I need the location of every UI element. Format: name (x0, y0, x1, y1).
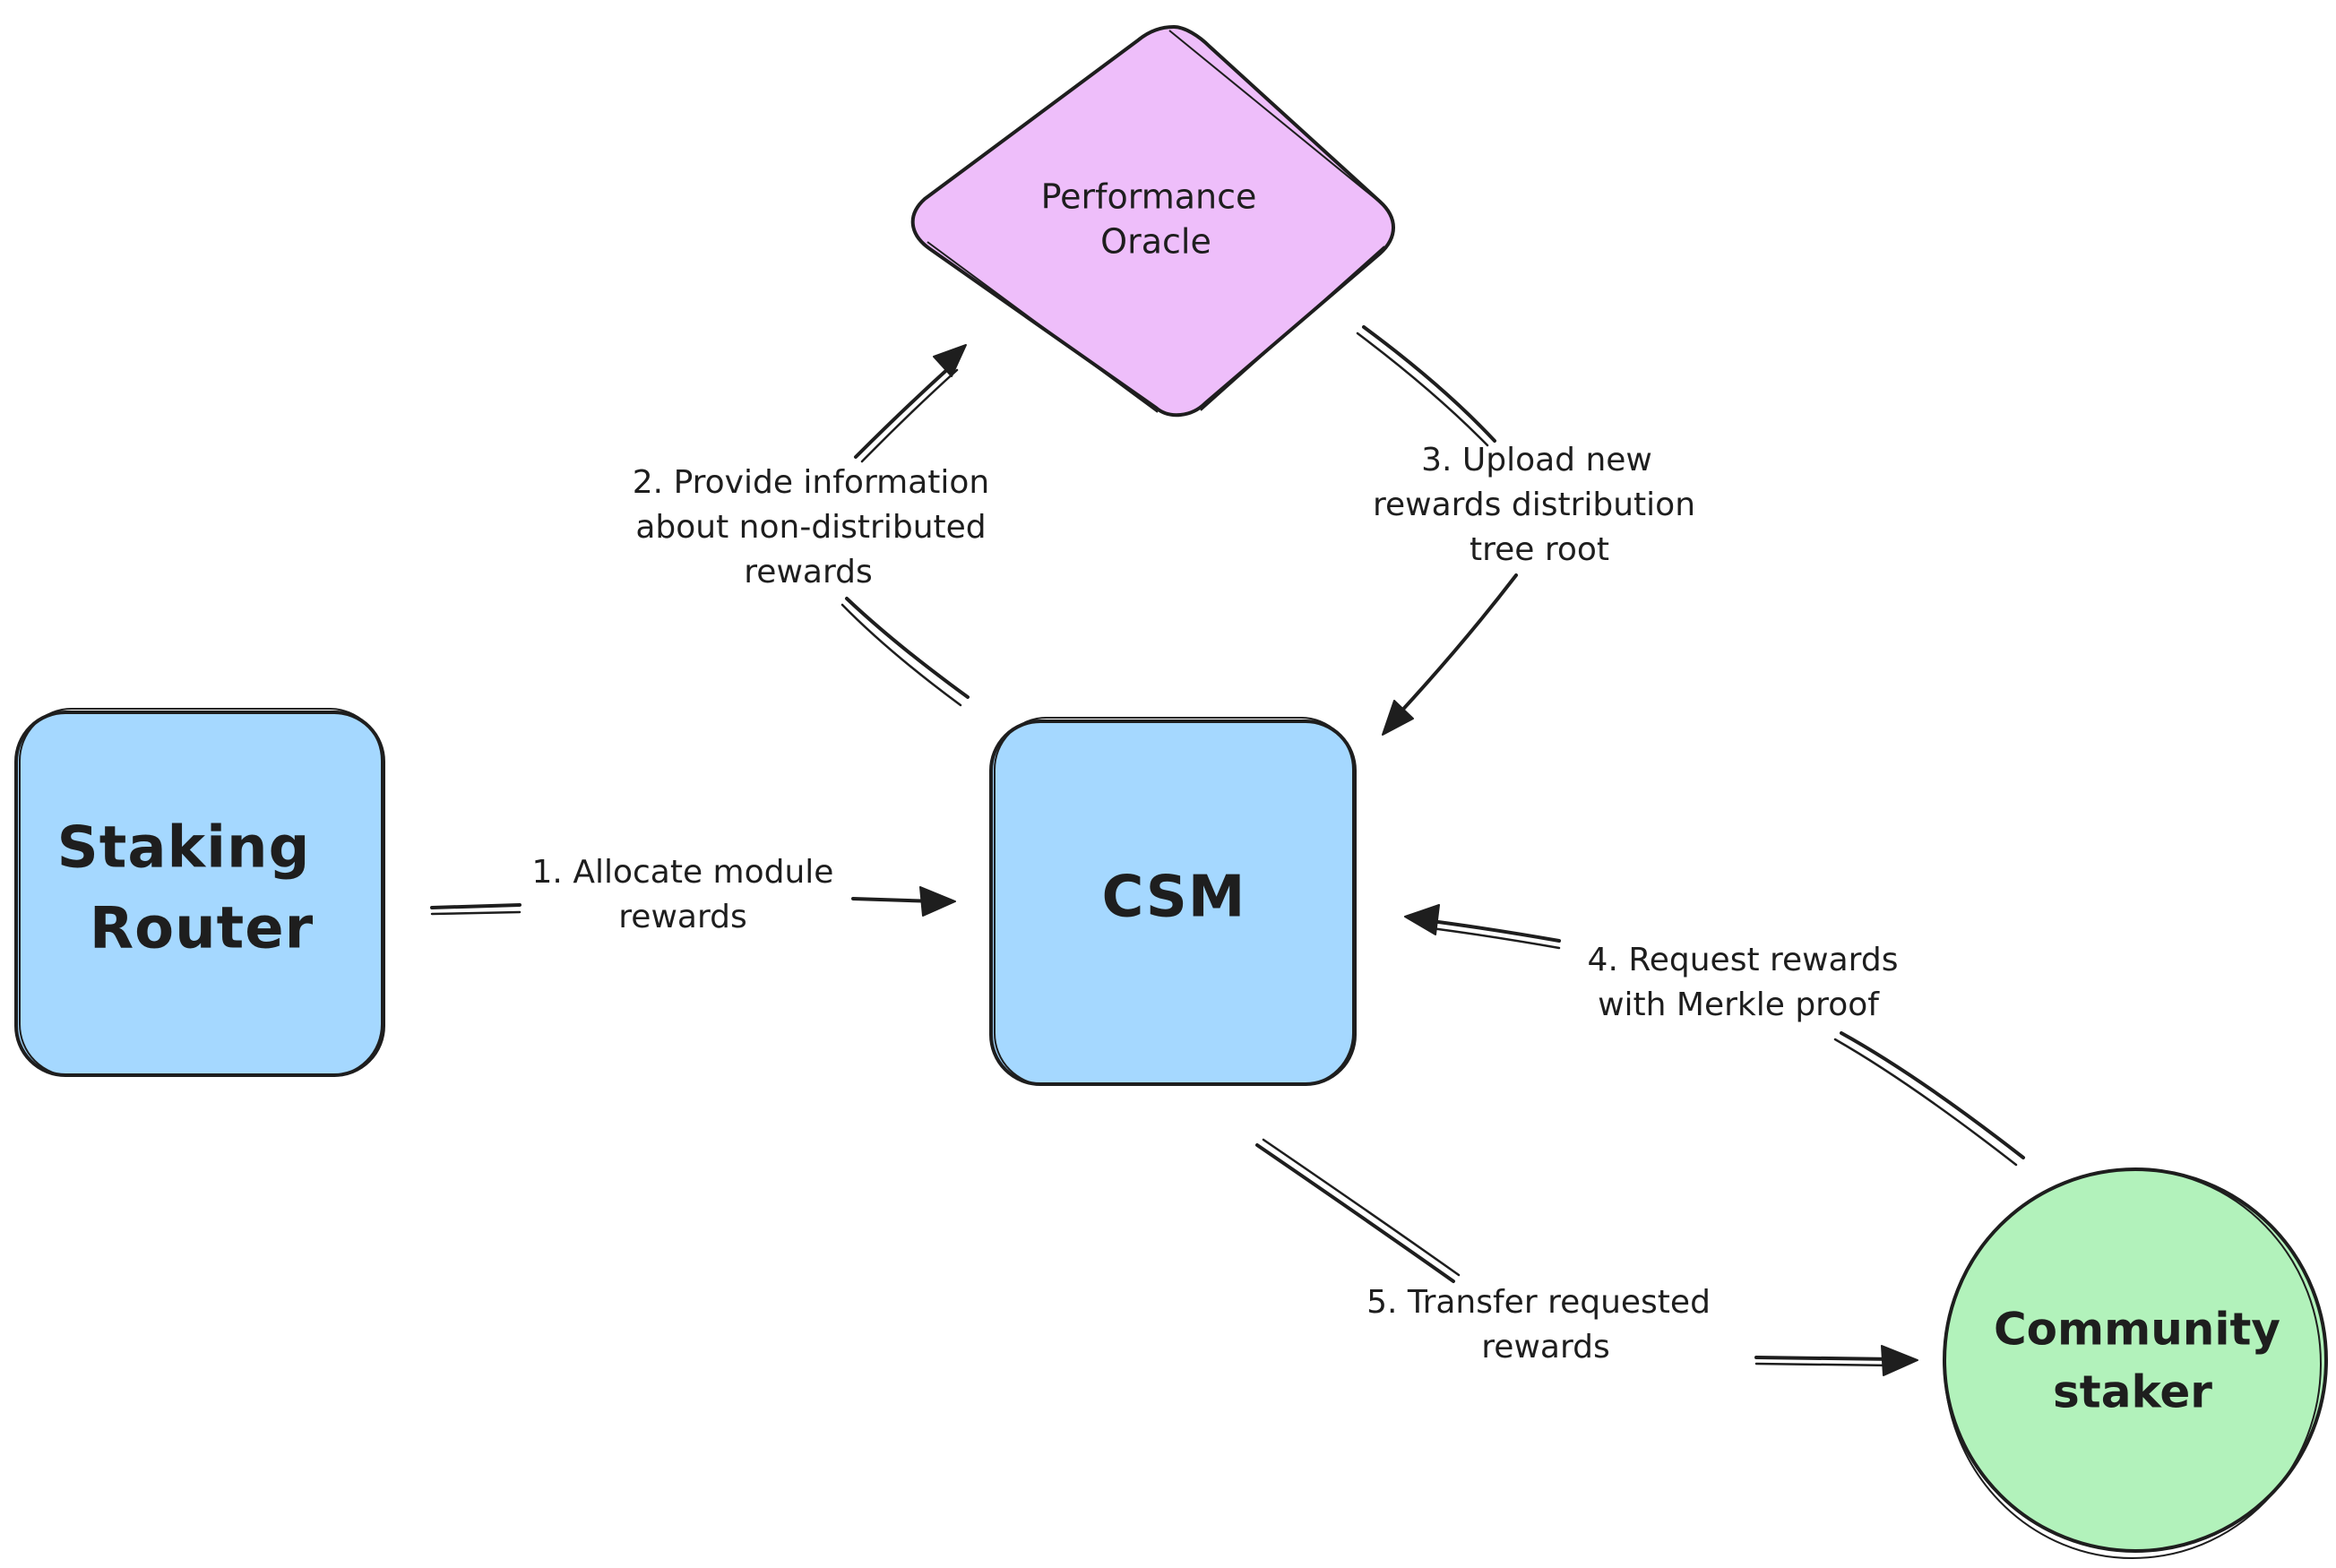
edge-allocate-arrowhead (919, 886, 956, 917)
edge-provide-line-upper-sketch (860, 368, 959, 463)
node-performance-oracle[interactable]: Performance Oracle (910, 25, 1395, 418)
csm-box-sketch (994, 717, 1354, 1086)
edge-provide-label-line-2: about non-distributed (635, 509, 986, 546)
performance-oracle-label-line-2: Oracle (1100, 222, 1211, 262)
edge-provide-label-line-1: 2. Provide information (633, 464, 989, 501)
edge-allocate-rewards[interactable]: 1. Allocate module rewards (430, 854, 956, 935)
edge-upload-line-upper-sketch (1356, 332, 1489, 447)
edge-allocate-line-start-sketch (430, 910, 522, 916)
performance-oracle-diamond-sketch (927, 30, 1385, 413)
csm-label: CSM (1102, 865, 1246, 931)
edge-request-label-line-2: with Merkle proof (1598, 986, 1880, 1023)
staking-router-label-line-2: Router (90, 896, 314, 962)
edge-request-line-lower (1840, 1031, 2025, 1159)
edge-upload-label-line-3: tree root (1470, 531, 1609, 568)
edge-upload-line-lower (1396, 573, 1518, 717)
performance-oracle-label-line-1: Performance (1041, 177, 1257, 217)
edge-upload-arrowhead (1382, 700, 1414, 736)
edge-allocate-label-line-2: rewards (618, 899, 746, 935)
staking-router-box-sketch (19, 708, 383, 1077)
node-staking-router[interactable]: Staking Router (14, 708, 385, 1077)
edge-transfer-line-end (1754, 1356, 1897, 1361)
community-staker-label-line-2: staker (2053, 1366, 2212, 1418)
edge-provide-label-line-3: rewards (744, 554, 872, 590)
performance-oracle-diamond (910, 25, 1395, 418)
edge-allocate-label-line-1: 1. Allocate module (532, 854, 834, 891)
staking-router-label-line-1: Staking (57, 815, 311, 882)
edge-provide-line-lower-sketch (840, 603, 962, 707)
edge-transfer-line-upper-sketch (1262, 1138, 1461, 1277)
edge-upload-label-line-2: rewards distribution (1373, 487, 1695, 523)
node-community-staker[interactable]: Community staker (1943, 1167, 2328, 1559)
edge-request-rewards[interactable]: 4. Request rewards with Merkle proof (1404, 904, 2025, 1167)
edge-provide-arrowhead (933, 344, 967, 377)
edge-upload-line-upper (1362, 325, 1496, 443)
edge-transfer-line-upper (1255, 1143, 1455, 1283)
edge-provide-information[interactable]: 2. Provide information about non-distrib… (633, 344, 989, 707)
edge-request-line-upper (1423, 918, 1561, 943)
edge-allocate-line-start (430, 903, 522, 909)
staking-router-box (14, 711, 385, 1077)
edge-request-label-line-1: 4. Request rewards (1588, 942, 1899, 978)
edge-transfer-rewards[interactable]: 5. Transfer requested rewards (1255, 1138, 1918, 1376)
edge-transfer-arrowhead (1881, 1345, 1918, 1376)
edge-request-line-upper-sketch (1423, 926, 1561, 950)
community-staker-label-line-1: Community (1994, 1304, 2280, 1356)
edge-request-arrowhead (1404, 904, 1440, 935)
edge-provide-line-lower (845, 597, 970, 699)
edge-request-line-lower-sketch (1833, 1038, 2018, 1167)
edge-provide-line-upper (854, 364, 953, 459)
edge-transfer-label-line-1: 5. Transfer requested (1366, 1284, 1711, 1321)
community-staker-circle (1943, 1167, 2328, 1553)
edge-transfer-line-end-sketch (1754, 1362, 1897, 1367)
edge-transfer-label-line-2: rewards (1481, 1329, 1609, 1366)
edge-upload-tree-root[interactable]: 3. Upload new rewards distribution tree … (1356, 325, 1695, 736)
community-staker-circle-sketch (1944, 1168, 2322, 1559)
node-csm[interactable]: CSM (989, 717, 1357, 1086)
edge-upload-label-line-1: 3. Upload new (1421, 442, 1652, 478)
